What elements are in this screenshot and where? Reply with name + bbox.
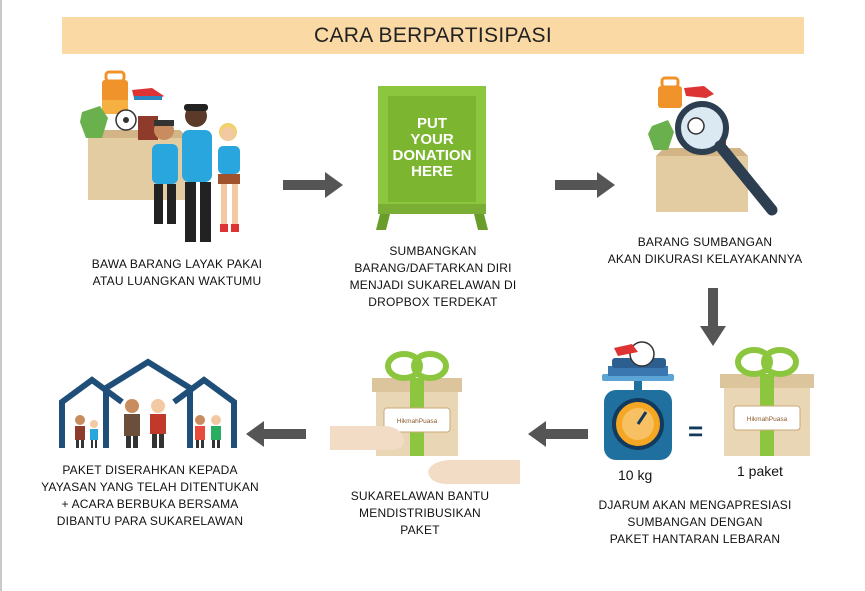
arrow-left-icon <box>528 421 588 447</box>
caption-line: DROPBOX TERDEKAT <box>368 295 498 309</box>
caption-line: PAKET <box>400 523 440 537</box>
houses-family-icon <box>59 358 237 448</box>
donation-sign-line: YOUR <box>410 131 454 148</box>
step-3-caption: BARANG SUMBANGAN AKAN DIKURASI KELAYAKAN… <box>600 234 810 268</box>
weight-label: 10 kg <box>618 467 653 483</box>
caption-line: MENJADI SUKARELAWAN DI <box>349 278 517 292</box>
caption-line: PAKET HANTARAN LEBARAN <box>609 532 781 546</box>
donation-box-people-icon <box>80 70 240 242</box>
caption-line: BARANG/DAFTARKAN DIRI <box>354 261 512 275</box>
caption-line: PAKET DISERAHKAN KEPADA <box>62 463 238 477</box>
step-2-caption: SUMBANGKAN BARANG/DAFTARKAN DIRI MENJADI… <box>333 243 533 311</box>
caption-line: DJARUM AKAN MENGAPRESIASI <box>598 498 792 512</box>
donation-sign-line: HERE <box>411 163 453 180</box>
gift-tag-text: HikmahPuasa <box>397 418 438 425</box>
caption-line: SUMBANGAN DENGAN <box>627 515 763 529</box>
donation-sign-line: PUT <box>417 115 447 132</box>
title-banner: CARA BERPARTISIPASI <box>62 17 804 54</box>
arrow-right-icon <box>283 172 343 198</box>
gift-hands-icon: HikmahPuasa <box>330 351 520 484</box>
arrow-left-icon <box>246 421 306 447</box>
caption-line: SUMBANGKAN <box>389 244 477 258</box>
caption-line: MENDISTRIBUSIKAN <box>359 506 481 520</box>
caption-line: BARANG SUMBANGAN <box>637 235 773 249</box>
donation-sign-line: DONATION <box>393 147 472 164</box>
arrow-down-icon <box>700 288 726 346</box>
gift-tag-text: HikmahPuasa <box>747 416 788 423</box>
caption-line: YAYASAN YANG TELAH DITENTUKAN <box>41 480 259 494</box>
caption-line: + ACARA BERBUKA BERSAMA <box>61 497 239 511</box>
caption-line: BAWA BARANG LAYAK PAKAI <box>91 257 263 271</box>
left-border <box>0 0 2 591</box>
step-5-caption: SUKARELAWAN BANTU MENDISTRIBUSIKAN PAKET <box>325 488 515 539</box>
step-4-caption: DJARUM AKAN MENGAPRESIASI SUMBANGAN DENG… <box>590 497 800 548</box>
scale-icon <box>602 341 674 460</box>
package-label: 1 paket <box>737 463 783 479</box>
arrow-right-icon <box>555 172 615 198</box>
magnifier-box-icon <box>648 76 778 216</box>
caption-line: SUKARELAWAN BANTU <box>350 489 490 503</box>
equals-sign: = <box>688 416 704 446</box>
caption-line: ATAU LUANGKAN WAKTUMU <box>92 274 262 288</box>
donation-dropbox-icon: PUT YOUR DONATION HERE <box>376 86 488 230</box>
caption-line: AKAN DIKURASI KELAYAKANNYA <box>607 252 803 266</box>
step-6-caption: PAKET DISERAHKAN KEPADA YAYASAN YANG TEL… <box>40 462 260 530</box>
caption-line: DIBANTU PARA SUKARELAWAN <box>56 514 244 528</box>
page-title: CARA BERPARTISIPASI <box>314 23 552 47</box>
step-1-caption: BAWA BARANG LAYAK PAKAI ATAU LUANGKAN WA… <box>77 256 277 290</box>
gift-box-icon: HikmahPuasa <box>720 347 814 456</box>
